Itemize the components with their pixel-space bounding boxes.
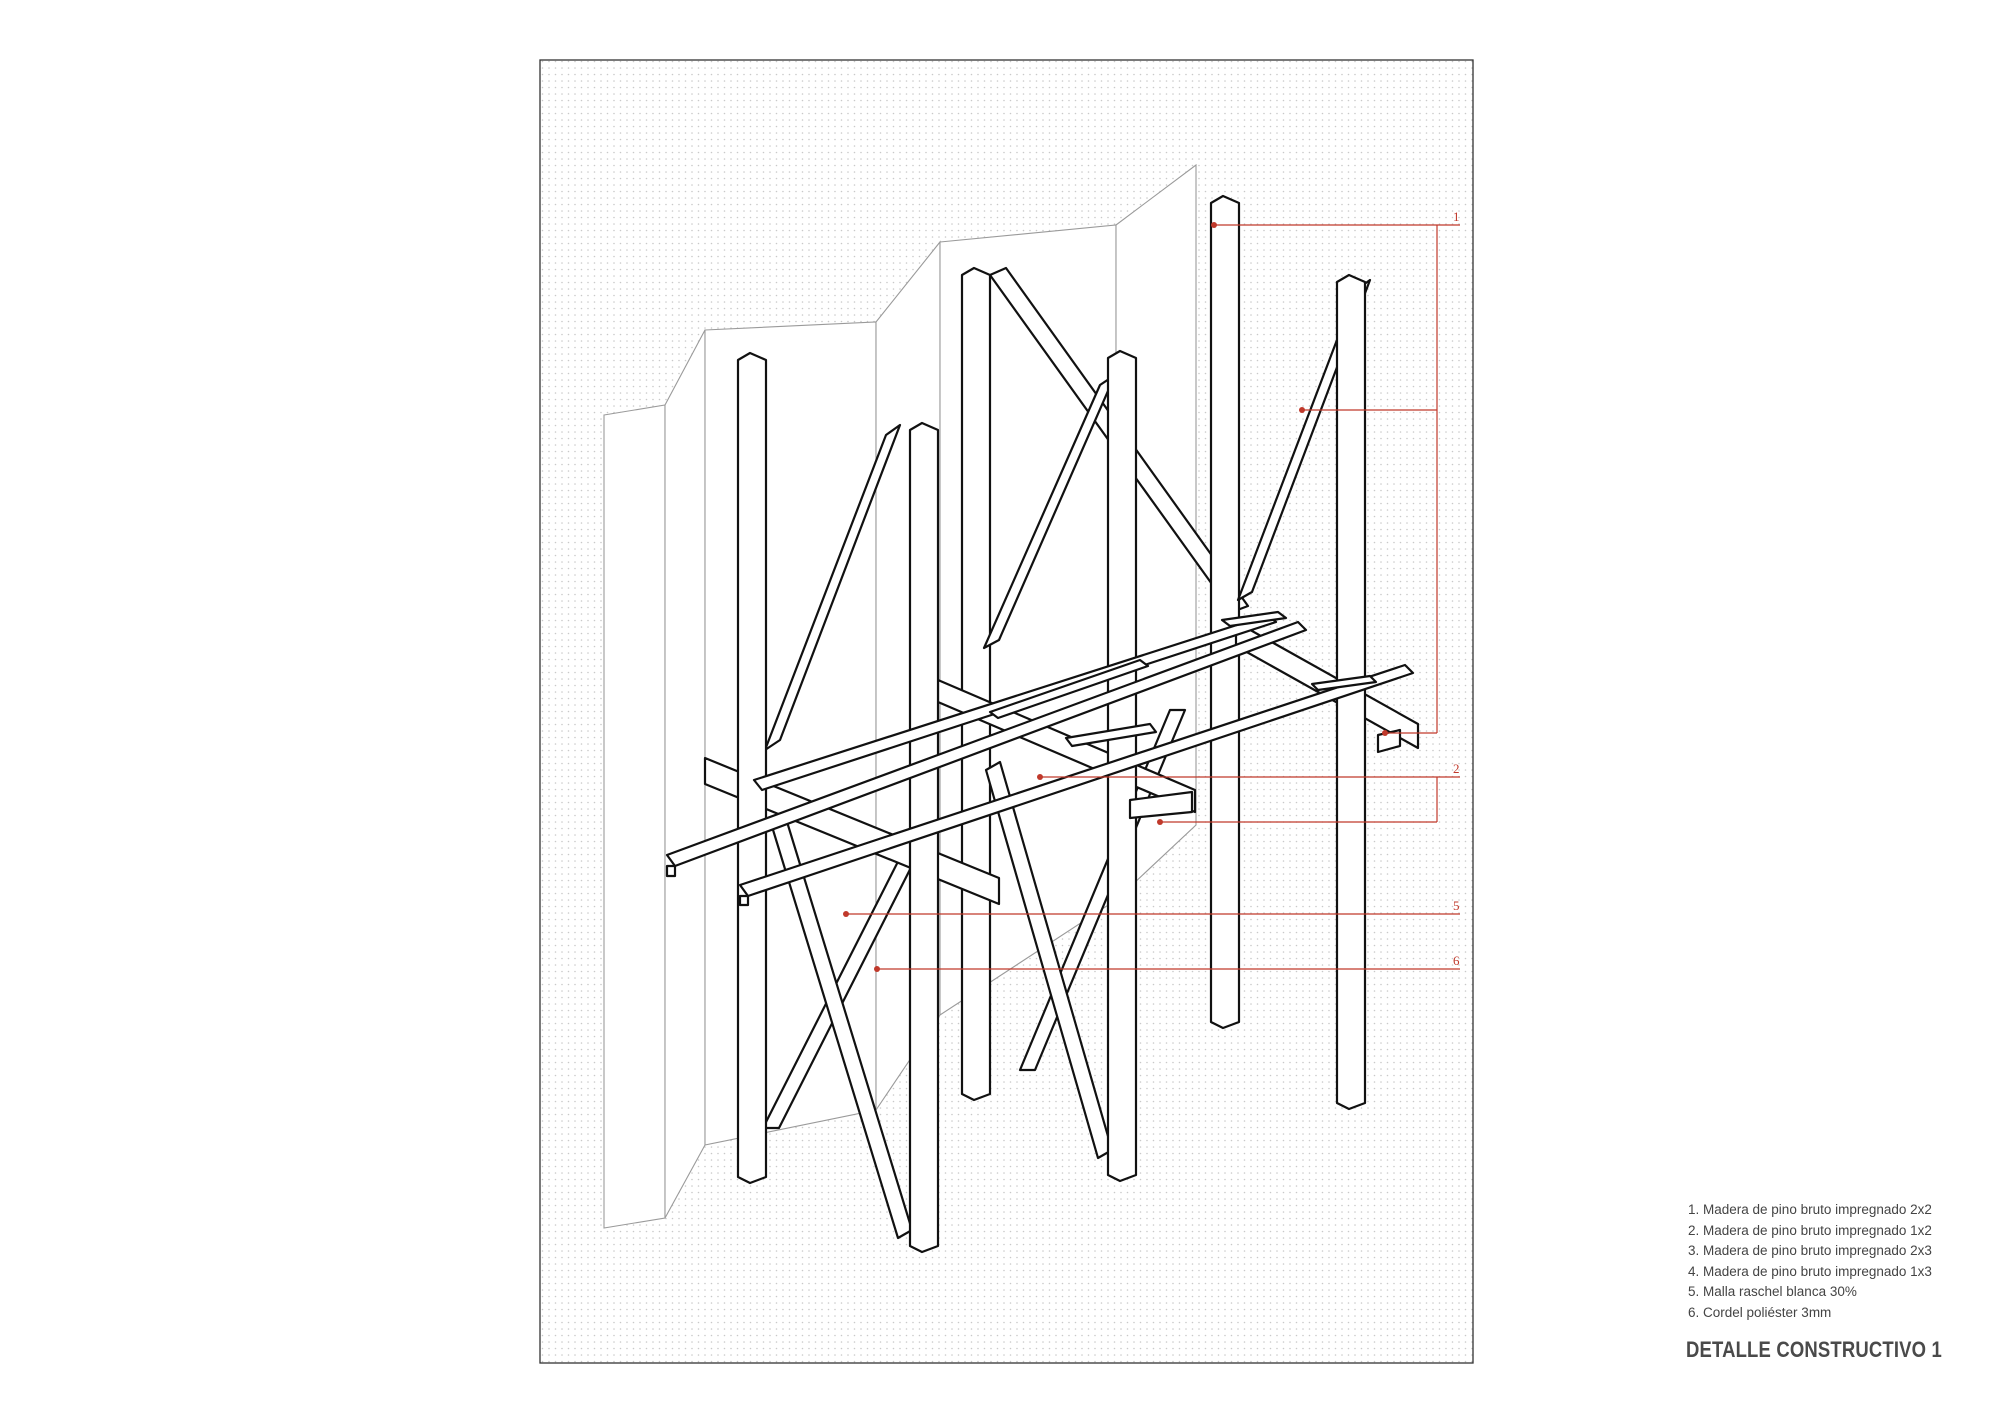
callout-dots (843, 222, 1388, 972)
batten-end-block (1128, 790, 1194, 820)
batten (665, 864, 677, 878)
callout-number-2: 2 (1453, 761, 1460, 776)
legend-item-3: 3. Madera de pino bruto impregnado 2x3 (1688, 1243, 1932, 1258)
batten-end-block (1310, 674, 1378, 692)
post (1209, 194, 1241, 1030)
batten-end-block (1220, 610, 1288, 628)
legend-item-6: 6. Cordel poliéster 3mm (1688, 1304, 1832, 1320)
post (960, 266, 992, 1102)
legend-item-5: 5. Malla raschel blanca 30% (1688, 1284, 1857, 1299)
callout-leaders (846, 224, 1460, 970)
callout-number-5: 5 (1453, 898, 1460, 913)
materials-legend: 1. Madera de pino bruto impregnado 2x2 2… (1688, 1200, 1932, 1323)
callout-numbers: 1 2 5 6 (1453, 209, 1460, 968)
diagonal-brace (763, 423, 902, 752)
batten (738, 894, 750, 907)
legend-item-4: 4. Madera de pino bruto impregnado 1x3 (1688, 1263, 1932, 1279)
timber-structure (665, 194, 1420, 1254)
post (736, 351, 768, 1185)
drawing-title: DETALLE CONSTRUCTIVO 1 (1686, 1337, 1942, 1362)
callout-number-6: 6 (1453, 953, 1460, 968)
batten (988, 658, 1150, 720)
legend-item-2: 2. Madera de pino bruto impregnado 1x2 (1688, 1222, 1932, 1238)
batten (738, 663, 1415, 898)
callout-number-1: 1 (1453, 209, 1460, 224)
batten-end-block (1064, 722, 1158, 748)
legend-item-1: 1. Madera de pino bruto impregnado 2x2 (1688, 1202, 1932, 1217)
batten (665, 620, 1308, 868)
